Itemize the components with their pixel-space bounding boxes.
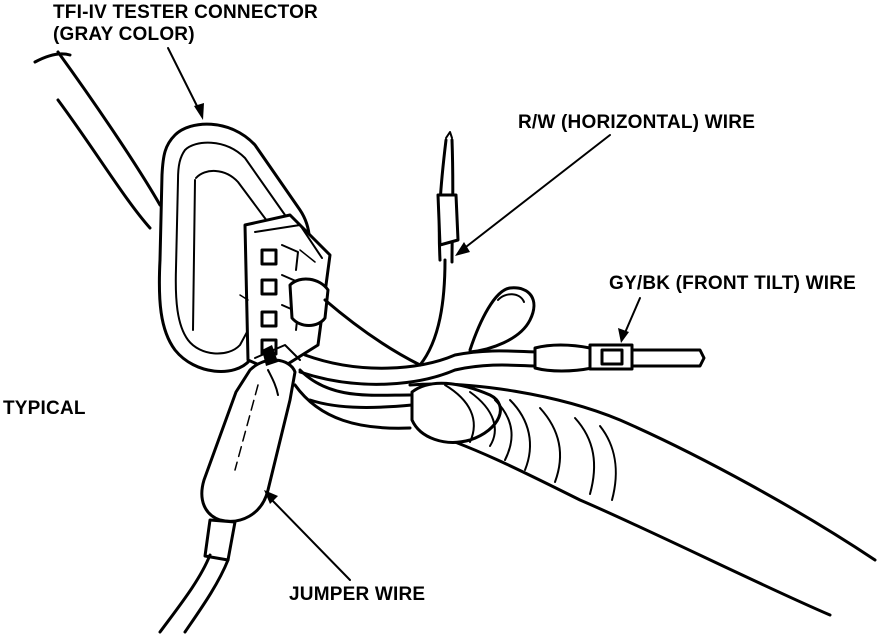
harness-wires (293, 368, 414, 430)
connector-label-line1: TFI-IV TESTER CONNECTOR (53, 2, 318, 23)
leader-lines (167, 47, 641, 581)
tfi-iv-tester-connector (157, 122, 332, 374)
wiring-harness (33, 50, 162, 230)
jumper-wire (158, 344, 301, 634)
rw-arrow-icon (455, 242, 470, 256)
rw-horizontal-wire (323, 131, 460, 367)
connector-label-line2: (GRAY COLOR) (53, 24, 195, 45)
harness-bundle (408, 381, 877, 617)
typical-label: TYPICAL (3, 398, 86, 419)
rw-wire-label: R/W (HORIZONTAL) WIRE (518, 112, 756, 133)
connector-label: TFI-IV TESTER CONNECTOR (GRAY COLOR) (53, 2, 318, 46)
gybk-arrow-icon (618, 328, 629, 343)
connector-arrow-icon (194, 103, 204, 120)
jumper-arrow-icon (264, 490, 278, 504)
gybk-front-tilt-wire (298, 286, 706, 386)
gybk-wire-label: GY/BK (FRONT TILT) WIRE (609, 273, 856, 294)
jumper-wire-label: JUMPER WIRE (289, 584, 426, 605)
